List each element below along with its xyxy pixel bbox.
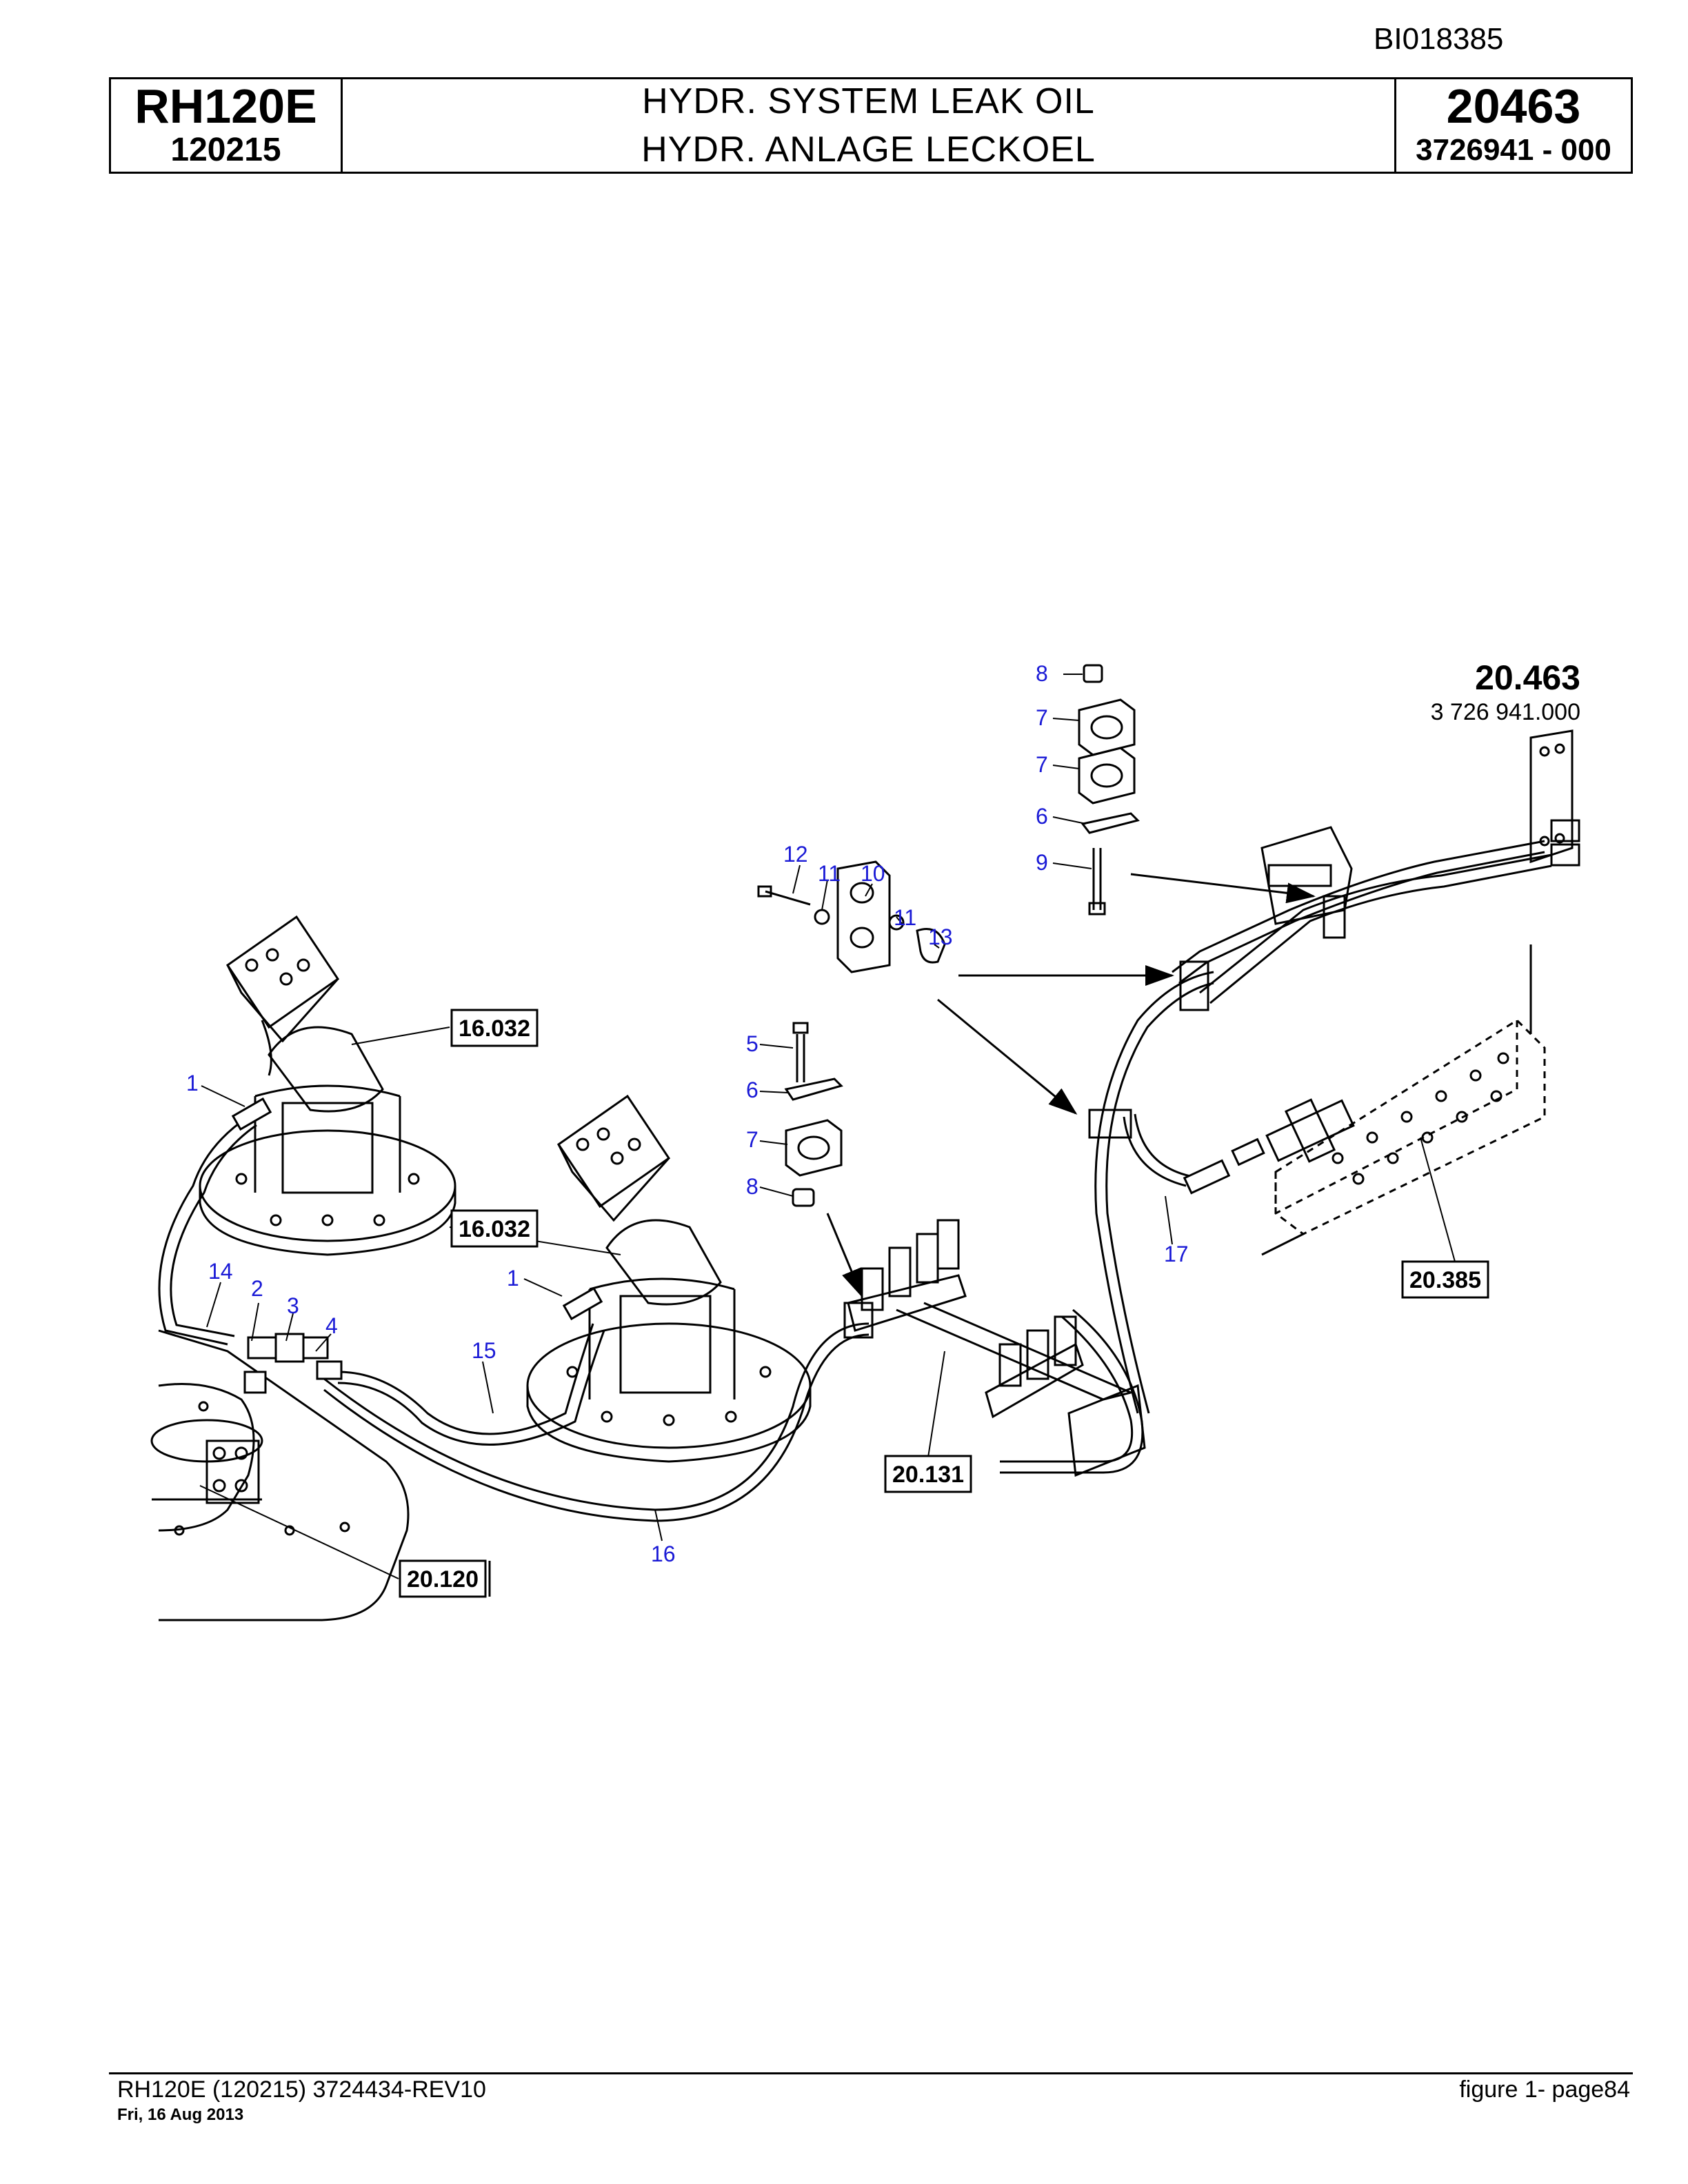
callout-6-upper: 6: [1036, 804, 1048, 829]
callout-8-lower: 8: [746, 1174, 758, 1199]
callout-numbers: 1 1 2 3 4 5 6 6 7 7 7 8 8 9 10 11 11 12 …: [186, 661, 1189, 1566]
title-block: RH120E 120215 HYDR. SYSTEM LEAK OIL HYDR…: [109, 77, 1633, 174]
leader-lines: [199, 674, 1456, 1579]
assembly-arrows: [826, 873, 1316, 1298]
hose-fittings: [231, 819, 1580, 1394]
distributor-block: [1261, 944, 1546, 1256]
ref-16-032-upper: 16.032: [459, 1015, 530, 1042]
callout-4: 4: [325, 1313, 338, 1338]
callout-16: 16: [651, 1541, 676, 1566]
callout-5: 5: [746, 1031, 758, 1056]
assembly-number: 3 726 941.000: [1431, 699, 1580, 725]
callout-8-upper: 8: [1036, 661, 1048, 686]
ref-20-131: 20.131: [892, 1462, 964, 1488]
callout-11-right: 11: [894, 905, 916, 930]
callout-9: 9: [1036, 850, 1048, 875]
callout-7-upper-b: 7: [1036, 752, 1048, 777]
document-id: BI018385: [1374, 22, 1504, 56]
swing-motor-1: [199, 915, 456, 1256]
callout-14: 14: [208, 1259, 233, 1284]
swing-ring-base: [150, 1329, 410, 1621]
clamp-rail: [843, 1219, 1146, 1477]
callout-7-lower: 7: [746, 1127, 758, 1152]
ref-20-120: 20.120: [407, 1566, 479, 1593]
leak-oil-hoses: [158, 840, 1552, 1522]
callout-1-lower: 1: [507, 1266, 519, 1291]
callout-15: 15: [472, 1338, 496, 1363]
hose-bracket-top: [1088, 729, 1574, 1139]
serial-number: 120215: [170, 132, 281, 168]
group-number: 20463: [1446, 79, 1581, 133]
part-number: 3726941 - 000: [1416, 133, 1611, 167]
title-english: HYDR. SYSTEM LEAK OIL: [642, 81, 1095, 121]
callout-11-left: 11: [818, 861, 841, 886]
title-german: HYDR. ANLAGE LECKOEL: [641, 130, 1096, 170]
footer-date: Fri, 16 Aug 2013: [117, 2105, 244, 2124]
ref-20-385: 20.385: [1409, 1267, 1481, 1293]
boxed-references: 16.032 16.032 20.120 20.131 20.385: [399, 1009, 1489, 1598]
footer-page-ref: figure 1- page84: [1459, 2076, 1630, 2103]
title-block-model-cell: RH120E 120215: [111, 79, 343, 172]
callout-17: 17: [1164, 1242, 1189, 1266]
model-name: RH120E: [134, 79, 317, 133]
callout-13: 13: [928, 924, 953, 949]
exploded-clamp-middle: [757, 860, 946, 973]
callout-12: 12: [783, 842, 808, 867]
swing-motor-2: [526, 1094, 812, 1463]
callout-7-upper-a: 7: [1036, 705, 1048, 730]
footer-document-ref: RH120E (120215) 3724434-REV10: [117, 2076, 486, 2103]
assembly-ref: 20.463: [1475, 658, 1580, 697]
callout-2: 2: [251, 1276, 263, 1301]
callout-10: 10: [861, 861, 885, 886]
title-block-title-cell: HYDR. SYSTEM LEAK OIL HYDR. ANLAGE LECKO…: [343, 79, 1396, 172]
exploded-clamp-lower: [784, 1022, 843, 1207]
callout-6-lower: 6: [746, 1078, 758, 1102]
ref-16-032-lower: 16.032: [459, 1216, 530, 1242]
callout-3: 3: [287, 1293, 299, 1318]
callout-1-upper: 1: [186, 1071, 199, 1095]
exploded-clamp-upper: [1078, 664, 1140, 916]
title-block-group-cell: 20463 3726941 - 000: [1396, 79, 1631, 172]
footer-divider: [109, 2072, 1633, 2074]
